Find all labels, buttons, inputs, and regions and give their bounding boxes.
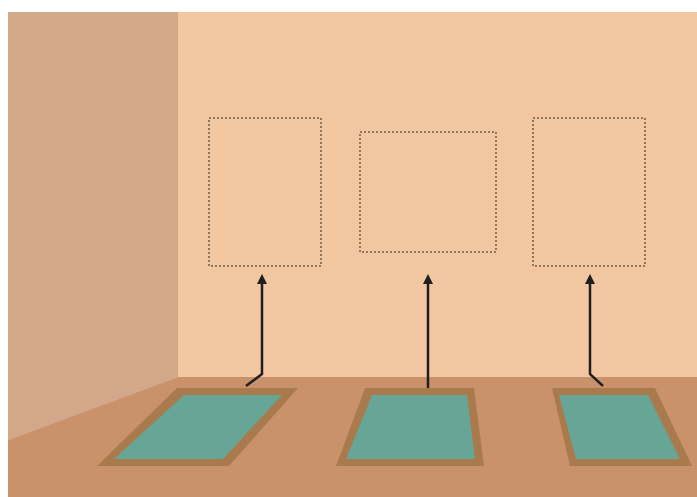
side-wall	[8, 12, 178, 440]
back-wall	[178, 12, 697, 377]
